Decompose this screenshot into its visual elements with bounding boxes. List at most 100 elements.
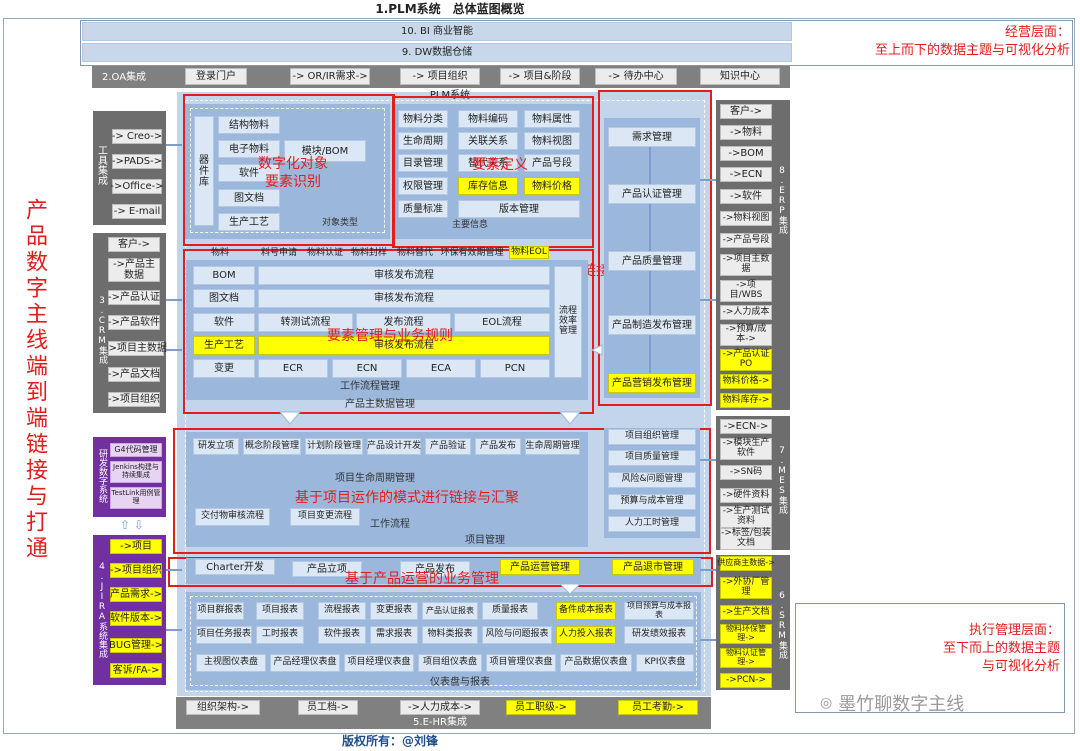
erp-customer[interactable]: 客户->	[720, 104, 772, 119]
tool-office[interactable]: ->Office->	[110, 179, 164, 194]
mes-hw-docs[interactable]: ->硬件资料	[720, 488, 772, 503]
phase-lifecycle[interactable]: 生命周期管理	[525, 438, 580, 455]
crm-product-md[interactable]: ->产品主数据	[108, 258, 160, 282]
mdm-r5c2[interactable]: 版本管理	[458, 200, 580, 218]
rep-r2-8[interactable]: 研发绩效报表	[624, 626, 694, 644]
rep-r1-8[interactable]: 项目预算与成本报表	[624, 601, 694, 620]
phase-initiation[interactable]: 研发立项	[193, 438, 239, 455]
rd-testlink[interactable]: TestLink用例管理	[110, 487, 162, 509]
rep-r1-1[interactable]: 项目群报表	[196, 602, 244, 620]
erp-inventory[interactable]: 物料库存->	[720, 393, 772, 408]
strip-item-substitute[interactable]: 物料替代	[396, 248, 433, 259]
hr-item-labor-cost[interactable]: ->人力成本->	[400, 700, 480, 715]
rep-r2-6[interactable]: 风险与问题报表	[482, 626, 552, 644]
proj-risk-mgmt[interactable]: 风险&问题管理	[608, 472, 696, 488]
wf-software-test[interactable]: 转测试流程	[258, 313, 353, 332]
oa-item-project-org[interactable]: -> 项目组织	[400, 68, 480, 85]
ops-operation[interactable]: 产品运营管理	[500, 559, 580, 575]
crm-product-doc[interactable]: ->产品文档	[108, 367, 160, 382]
strip-item-material[interactable]: 物料	[210, 248, 229, 259]
erp-labor-cost[interactable]: ->人力成本	[720, 305, 772, 320]
wf-change-ecr[interactable]: ECR	[258, 359, 328, 378]
obj-drawing-doc[interactable]: 图文档	[218, 189, 280, 207]
rep-r3-3[interactable]: 项目经理仪表盘	[344, 654, 414, 672]
rep-r2-1[interactable]: 项目任务报表	[196, 626, 252, 644]
oa-item-project-phase[interactable]: -> 项目&阶段	[500, 68, 580, 85]
rep-r2-3[interactable]: 软件报表	[318, 626, 366, 644]
rep-r3-1[interactable]: 主视图仪表盘	[196, 654, 266, 672]
mdm-r2c1[interactable]: 生命周期	[398, 132, 448, 150]
jira-project-org[interactable]: ->项目组织	[110, 563, 162, 578]
rep-r3-2[interactable]: 产品经理仪表盘	[270, 654, 340, 672]
hr-item-org[interactable]: 组织架构->	[186, 700, 260, 715]
hr-item-employee[interactable]: 员工档->	[298, 700, 358, 715]
mdm-r2c3[interactable]: 物料视图	[524, 132, 580, 150]
chain-quality[interactable]: 产品质量管理	[608, 251, 696, 271]
phase-verify[interactable]: 产品验证	[425, 438, 471, 455]
jira-bug[interactable]: BUG管理->	[109, 638, 163, 653]
jira-project[interactable]: ->项目	[110, 539, 162, 554]
rep-r1-2[interactable]: 项目报表	[256, 602, 304, 620]
erp-bom[interactable]: ->BOM	[720, 146, 772, 161]
mdm-r4c2[interactable]: 库存信息	[458, 177, 518, 195]
tool-creo[interactable]: -> Creo->	[111, 129, 163, 144]
crm-product-cert[interactable]: ->产品认证	[108, 290, 160, 305]
mes-test-docs[interactable]: ->生产测试资料	[720, 506, 772, 528]
wf-software-release[interactable]: 发布流程	[356, 313, 451, 332]
hr-item-attendance[interactable]: 员工考勤->	[618, 700, 698, 715]
oa-item-knowledge[interactable]: 知识中心	[700, 68, 780, 85]
obj-module-bom[interactable]: 模块/BOM	[284, 140, 366, 162]
wf-change-eca[interactable]: ECA	[406, 359, 476, 378]
rep-r3-5[interactable]: 项目管理仪表盘	[486, 654, 556, 672]
rd-git[interactable]: G4代码管理	[110, 443, 162, 457]
mdm-r1c1[interactable]: 物料分类	[398, 110, 448, 128]
wf-process-flow[interactable]: 审核发布流程	[258, 336, 550, 355]
phase-release[interactable]: 产品发布	[475, 438, 521, 455]
flow-project-change[interactable]: 项目变更流程	[290, 508, 360, 526]
phase-concept[interactable]: 概念阶段管理	[243, 438, 301, 455]
jira-sw-version[interactable]: 软件版本->	[110, 611, 162, 626]
erp-project-md[interactable]: ->项目主数据	[720, 254, 772, 276]
ops-initiation[interactable]: 产品立项	[292, 561, 362, 577]
erp-budget[interactable]: ->预算/成本->	[720, 324, 772, 346]
oa-item-or-ir[interactable]: -> OR/IR需求->	[290, 68, 370, 85]
ops-release[interactable]: 产品发布	[400, 561, 470, 577]
mes-label-docs[interactable]: ->标签/包装文档	[720, 528, 772, 550]
rep-r3-7[interactable]: KPI仪表盘	[636, 654, 694, 672]
wf-change-ecn[interactable]: ECN	[332, 359, 402, 378]
strip-item-sample[interactable]: 物料封样	[350, 248, 387, 259]
proj-quality-mgmt[interactable]: 项目质量管理	[608, 450, 696, 466]
chain-marketing[interactable]: 产品营销发布管理	[608, 373, 696, 393]
erp-material[interactable]: ->物料	[720, 125, 772, 140]
mdm-r4c3[interactable]: 物料价格	[524, 177, 580, 195]
wf-bom-flow[interactable]: 审核发布流程	[258, 266, 550, 285]
mdm-r1c3[interactable]: 物料属性	[524, 110, 580, 128]
rep-r1-5[interactable]: 产品认证报表	[422, 602, 478, 620]
chain-req[interactable]: 需求管理	[608, 127, 696, 147]
crm-product-sw[interactable]: ->产品软件	[108, 315, 160, 330]
mdm-r4c1[interactable]: 权限管理	[398, 177, 448, 195]
mdm-r3c1[interactable]: 目录管理	[398, 154, 448, 172]
oa-item-todo[interactable]: -> 待办中心	[595, 68, 677, 85]
mdm-r5c1[interactable]: 质量标准	[398, 200, 448, 218]
crm-project-org[interactable]: ->项目组织	[108, 392, 160, 407]
erp-software[interactable]: ->软件	[720, 189, 772, 204]
mes-ecn[interactable]: ->ECN->	[720, 419, 772, 434]
mes-module-sw[interactable]: ->模块生产软件	[720, 438, 772, 460]
chain-mfg[interactable]: 产品制造发布管理	[608, 315, 696, 335]
phase-plan[interactable]: 计划阶段管理	[305, 438, 363, 455]
erp-pn-range[interactable]: ->产品号段	[720, 233, 772, 248]
ops-eol[interactable]: 产品退市管理	[612, 559, 694, 575]
chain-cert[interactable]: 产品认证管理	[608, 184, 696, 204]
rep-r3-6[interactable]: 产品数据仪表盘	[560, 654, 632, 672]
oa-item-portal[interactable]: 登录门户	[185, 68, 247, 85]
tool-email[interactable]: -> E-mail	[112, 204, 162, 219]
ops-charter[interactable]: Charter开发	[195, 559, 275, 575]
strip-item-cert[interactable]: 物料认证	[306, 248, 343, 259]
mdm-r3c2[interactable]: 替代关系	[458, 154, 518, 172]
proj-org-mgmt[interactable]: 项目组织管理	[608, 429, 696, 445]
phase-design[interactable]: 产品设计开发	[367, 438, 421, 455]
rep-r2-7[interactable]: 人力投入报表	[556, 626, 616, 644]
jira-complaint[interactable]: 客诉/FA->	[110, 663, 162, 678]
strip-item-env[interactable]: 环保有效期管理	[440, 248, 504, 259]
